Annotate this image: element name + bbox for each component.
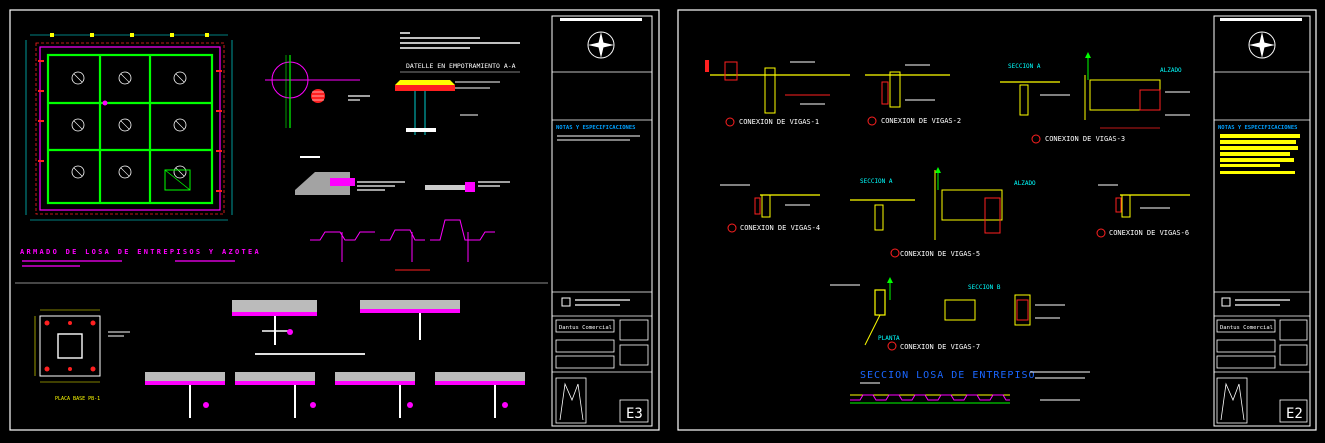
slab-sections <box>145 300 525 418</box>
base-plate-title: PLACA BASE PB-1 <box>55 396 100 402</box>
connection-3-label: CONEXION DE VIGAS-3 <box>1045 135 1125 143</box>
connection-6-drawing <box>1096 184 1190 238</box>
connection-1-drawing <box>705 60 850 127</box>
client-label-left: Dantus Comercial <box>559 325 612 331</box>
connection-1-label: CONEXION DE VIGAS-1 <box>739 118 819 126</box>
connection-5-drawing: SECCION A ALZADO <box>850 167 1036 258</box>
connection-4-drawing <box>720 184 820 233</box>
planta-label: PLANTA <box>878 335 900 342</box>
title-block-right: NOTAS Y ESPECIFICACIONES Dantus Comercia… <box>1213 15 1311 427</box>
slab-section-drawing: SECCION LOSA DE ENTREPISO <box>850 370 1090 404</box>
sheet-code-right: E2 <box>1286 406 1303 422</box>
connection-7-drawing: SECCION B PLANTA <box>830 277 1065 351</box>
slab-edge-details <box>295 156 510 195</box>
base-plate <box>34 309 130 383</box>
sheet-left: ARMADO DE LOSA DE ENTREPISOS Y AZOTEA <box>9 9 660 431</box>
compass-rose-icon <box>1248 31 1276 59</box>
connection-2-label: CONEXION DE VIGAS-2 <box>881 117 961 125</box>
slab-plan <box>25 33 233 221</box>
detail-empotramiento-title: DATELLE EN EMPOTRAMIENTO A-A <box>406 62 516 70</box>
seccion-a-label-1: SECCION A <box>1008 63 1041 70</box>
title-block-left: NOTAS Y ESPECIFICACIONES Dantus Comercia… <box>551 15 653 427</box>
seccion-b-label: SECCION B <box>968 284 1001 291</box>
connection-4-label: CONEXION DE VIGAS-4 <box>740 224 820 232</box>
slab-plan-notes <box>22 260 235 267</box>
connection-5-label: CONEXION DE VIGAS-5 <box>900 250 980 258</box>
seccion-a-label-2: SECCION A <box>860 178 893 185</box>
connection-6-label: CONEXION DE VIGAS-6 <box>1109 229 1189 237</box>
connection-2-drawing <box>865 64 950 126</box>
notes-block-yellow <box>1220 134 1300 174</box>
detail-empotramiento: DATELLE EN EMPOTRAMIENTO A-A <box>395 32 520 135</box>
connection-7-label: CONEXION DE VIGAS-7 <box>900 343 980 351</box>
sheet-code-left: E3 <box>626 406 643 422</box>
anchor-detail <box>265 55 370 128</box>
alzado-label-1: ALZADO <box>1160 67 1182 74</box>
slab-plan-title: ARMADO DE LOSA DE ENTREPISOS Y AZOTEA <box>20 248 261 256</box>
slab-section-title: SECCION LOSA DE ENTREPISO <box>860 370 1036 381</box>
client-label-right: Dantus Comercial <box>1220 325 1273 331</box>
sheet-left-border <box>9 9 660 431</box>
sheet-right-border <box>677 9 1317 431</box>
notes-header-left: NOTAS Y ESPECIFICACIONES <box>556 125 635 131</box>
sheet-right: CONEXION DE VIGAS-1 CONEXION DE VIGAS-2 … <box>677 9 1317 431</box>
connection-3-drawing: SECCION A ALZADO <box>1000 52 1190 144</box>
decking-profiles <box>310 219 495 271</box>
alzado-label-2: ALZADO <box>1014 180 1036 187</box>
compass-rose-icon <box>587 31 615 59</box>
notes-header-right: NOTAS Y ESPECIFICACIONES <box>1218 125 1297 131</box>
